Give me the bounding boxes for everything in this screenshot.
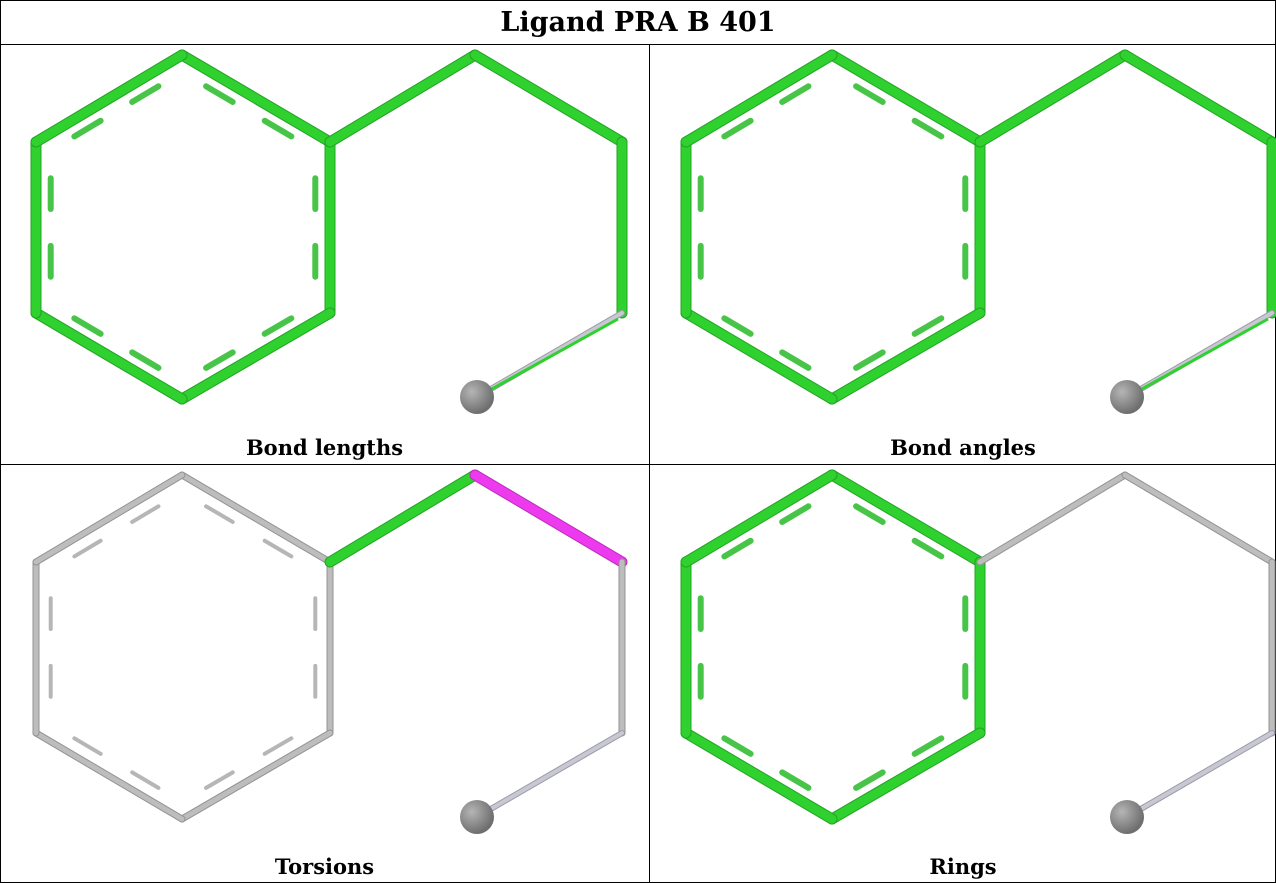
ring-bond (177, 50, 335, 147)
aromatic-dash (721, 735, 754, 757)
ring-bond (827, 50, 985, 147)
caption-torsions: Torsions (274, 853, 375, 879)
aromatic-dash (71, 315, 104, 337)
chain-bond (325, 50, 480, 147)
figure-title: Ligand PRA B 401 (500, 6, 776, 38)
aromatic-dash (129, 83, 162, 105)
ring-bond (179, 472, 333, 565)
ring-bond (177, 308, 335, 404)
panel-bond-angles (680, 49, 1276, 414)
aromatic-dash (911, 537, 945, 560)
panel-rings (680, 469, 1276, 834)
aromatic-dash (779, 83, 812, 105)
aromatic-dash (721, 537, 754, 560)
aromatic-dash (721, 117, 754, 140)
ring-bond (31, 50, 187, 147)
aromatic-dash (779, 503, 812, 525)
caption-bond-lengths: Bond lengths (245, 434, 404, 460)
aromatic-dash (261, 315, 295, 337)
ring-bond (681, 308, 837, 404)
aromatic-dash (779, 769, 812, 791)
ring-bond (827, 470, 985, 567)
aromatic-dash (911, 117, 945, 140)
terminal-bond (475, 731, 624, 819)
caption-bond-angles: Bond angles (890, 434, 1036, 460)
chain-bond (470, 50, 627, 147)
aromatic-dash (262, 538, 294, 559)
aromatic-dash (853, 769, 886, 791)
aromatic-dash (204, 770, 235, 790)
panel-bond-lengths (30, 49, 628, 414)
aromatic-dash (203, 349, 236, 371)
atom-sphere (460, 800, 494, 834)
chain-bond (977, 472, 1128, 565)
chain-bond (1122, 472, 1275, 565)
aromatic-dash (261, 117, 295, 140)
ring-bond (681, 470, 837, 567)
aromatic-dash (204, 504, 235, 524)
aromatic-dash (853, 83, 886, 105)
ring-bond (827, 308, 985, 404)
chain-bond (470, 470, 627, 567)
atom-sphere (1110, 800, 1144, 834)
ring-bond (33, 730, 185, 822)
terminal-bond (1125, 731, 1274, 819)
panel-torsions (32, 469, 628, 834)
aromatic-dash (130, 504, 161, 524)
chain-bond (1120, 50, 1276, 147)
aromatic-dash (71, 117, 104, 140)
terminal-double-bond (1130, 317, 1269, 397)
aromatic-dash (911, 315, 945, 337)
aromatic-dash (72, 736, 103, 756)
ring-bond (33, 472, 185, 565)
atom-sphere (1110, 380, 1144, 414)
chain-bond (975, 50, 1130, 147)
chain-bond (325, 470, 480, 567)
aromatic-dash (721, 315, 754, 337)
ring-bond (31, 308, 187, 404)
aromatic-dash (130, 770, 161, 790)
terminal-double-bond (480, 317, 619, 397)
ring-bond (681, 728, 837, 824)
aromatic-dash (129, 349, 162, 371)
ring-bond (827, 728, 985, 824)
aromatic-dash (853, 349, 886, 371)
atom-sphere (460, 380, 494, 414)
aromatic-dash (779, 349, 812, 371)
aromatic-dash (72, 538, 103, 559)
aromatic-dash (911, 735, 945, 757)
aromatic-dash (262, 736, 294, 756)
ring-bond (681, 50, 837, 147)
aromatic-dash (203, 83, 236, 105)
ring-bond (179, 730, 333, 822)
caption-rings: Rings (929, 853, 997, 879)
aromatic-dash (853, 503, 886, 525)
